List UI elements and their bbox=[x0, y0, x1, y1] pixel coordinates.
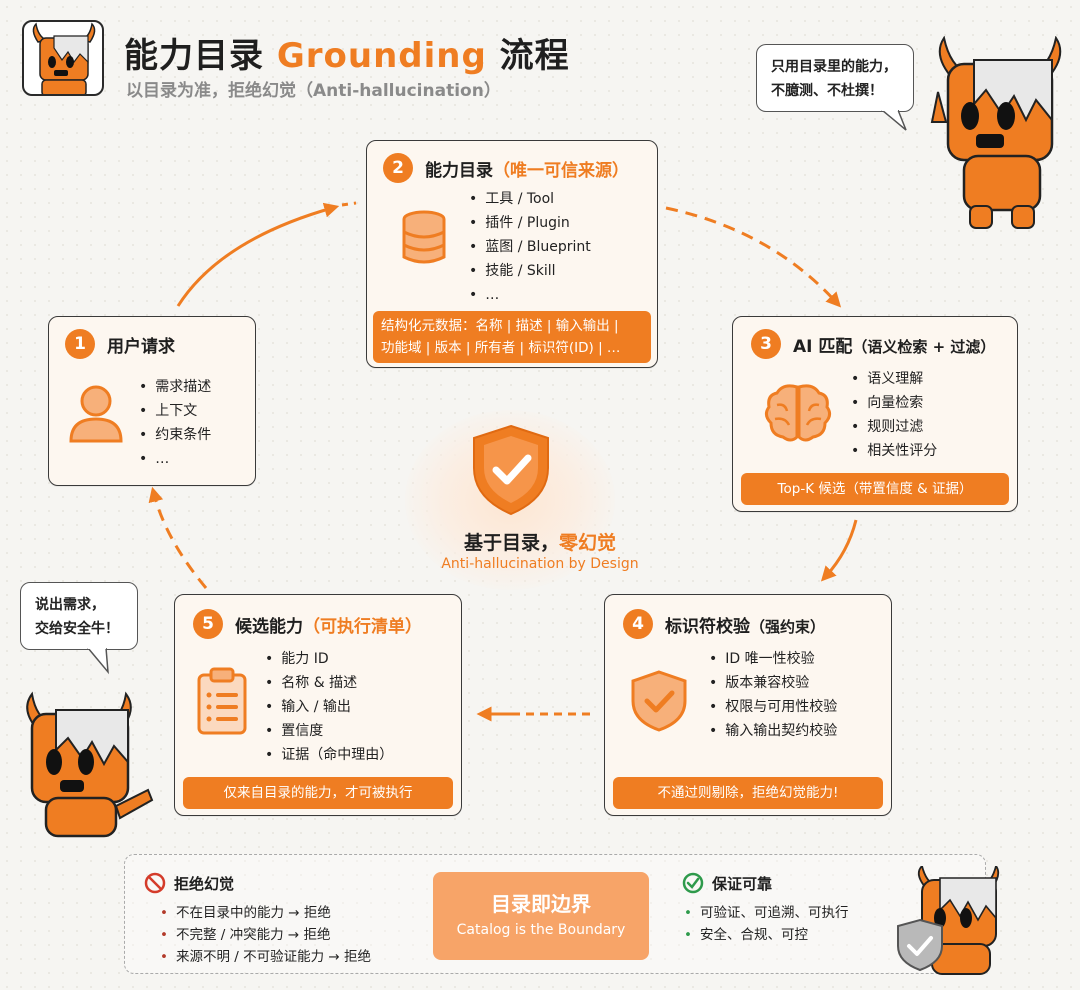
step-3-list: 语义理解 向量检索 规则过滤 相关性评分 bbox=[851, 367, 937, 463]
list-item: 证据（命中理由） bbox=[265, 743, 393, 767]
center-title: 基于目录，零幻觉 bbox=[463, 532, 617, 554]
reject-heading: 拒绝幻觉 bbox=[144, 872, 234, 894]
list-item: 权限与可用性校验 bbox=[709, 695, 837, 719]
step-1-card: 1 用户请求 需求描述 上下文 约束条件 … bbox=[48, 316, 256, 486]
step-2-metadata-bar: 结构化元数据：名称 | 描述 | 输入输出 | 功能域 | 版本 | 所有者 |… bbox=[373, 311, 651, 363]
brain-icon bbox=[764, 384, 832, 442]
list-item: 输入 / 输出 bbox=[265, 695, 393, 719]
shield-verify-icon bbox=[631, 670, 687, 732]
boundary-box: 目录即边界 Catalog is the Boundary bbox=[433, 872, 649, 960]
list-item: 能力 ID bbox=[265, 647, 393, 671]
step-2-number: 2 bbox=[383, 153, 413, 183]
list-item: 规则过滤 bbox=[851, 415, 937, 439]
bull-mascot-shield bbox=[897, 866, 1000, 975]
no-entry-icon bbox=[144, 872, 166, 894]
list-item: 来源不明 / 不可验证能力 → 拒绝 bbox=[160, 946, 371, 968]
step-2-list: 工具 / Tool 插件 / Plugin 蓝图 / Blueprint 技能 … bbox=[469, 187, 591, 307]
list-item: 需求描述 bbox=[139, 375, 211, 399]
list-item: 插件 / Plugin bbox=[469, 211, 591, 235]
list-item: 不在目录中的能力 → 拒绝 bbox=[160, 902, 371, 924]
reject-list: 不在目录中的能力 → 拒绝 不完整 / 冲突能力 → 拒绝 来源不明 / 不可验… bbox=[160, 902, 371, 968]
bull-mascot-left bbox=[26, 691, 154, 838]
page-title: 能力目录 Grounding 流程 bbox=[124, 28, 570, 77]
list-item: 相关性评分 bbox=[851, 439, 937, 463]
bubble-tail-left bbox=[87, 648, 109, 675]
title-accent: Grounding bbox=[276, 36, 487, 76]
list-item: 向量检索 bbox=[851, 391, 937, 415]
list-item: … bbox=[469, 283, 591, 307]
speech-bubble-top-right: 只用目录里的能力， 不臆测、不杜撰！ bbox=[756, 44, 914, 112]
step-5-bar: 仅来自目录的能力，才可被执行 bbox=[183, 777, 453, 809]
step-3-card: 3 AI 匹配（语义检索 + 过滤） 语义理解 向量检索 规则过滤 相关性评分 … bbox=[732, 316, 1018, 512]
step-2-title: 能力目录（唯一可信来源） bbox=[425, 160, 629, 181]
list-item: 置信度 bbox=[265, 719, 393, 743]
bull-logo-icon bbox=[32, 22, 96, 94]
list-item: 输入输出契约校验 bbox=[709, 719, 837, 743]
speech-bubble-left: 说出需求， 交给安全牛！ bbox=[20, 582, 138, 650]
step-5-number: 5 bbox=[193, 609, 223, 639]
step-4-card: 4 标识符校验（强约束） ID 唯一性校验 版本兼容校验 权限与可用性校验 输入… bbox=[604, 594, 892, 816]
list-item: 不完整 / 冲突能力 → 拒绝 bbox=[160, 924, 371, 946]
center-subtitle: Anti-hallucination by Design bbox=[441, 556, 639, 572]
step-4-title: 标识符校验（强约束） bbox=[665, 616, 826, 637]
reliable-list: 可验证、可追溯、可执行 安全、合规、可控 bbox=[684, 902, 849, 946]
check-circle-icon bbox=[682, 872, 704, 894]
list-item: 蓝图 / Blueprint bbox=[469, 235, 591, 259]
step-5-list: 能力 ID 名称 & 描述 输入 / 输出 置信度 证据（命中理由） bbox=[265, 647, 393, 767]
logo-mascot bbox=[22, 20, 104, 96]
step-3-title: AI 匹配（语义检索 + 过滤） bbox=[793, 336, 996, 357]
list-item: 上下文 bbox=[139, 399, 211, 423]
list-item: 语义理解 bbox=[851, 367, 937, 391]
user-icon bbox=[69, 385, 123, 443]
database-icon bbox=[402, 210, 446, 264]
boundary-subtitle: Catalog is the Boundary bbox=[456, 922, 626, 938]
shield-icon bbox=[897, 918, 943, 972]
reliable-heading: 保证可靠 bbox=[682, 872, 772, 894]
step-5-card: 5 候选能力（可执行清单） 能力 ID 名称 & 描述 输入 / 输出 置信度 … bbox=[174, 594, 462, 816]
bull-mascot-top-right bbox=[930, 36, 1062, 229]
arrow-2-to-3 bbox=[665, 206, 842, 308]
title-suffix: 流程 bbox=[486, 36, 570, 76]
step-2-card: 2 能力目录（唯一可信来源） 工具 / Tool 插件 / Plugin 蓝图 … bbox=[366, 140, 658, 368]
step-4-bar: 不通过则剔除，拒绝幻觉能力! bbox=[613, 777, 883, 809]
list-item: ID 唯一性校验 bbox=[709, 647, 837, 671]
arrow-1-to-2 bbox=[176, 202, 340, 307]
bubble-tail-top-right bbox=[881, 110, 907, 131]
step-1-list: 需求描述 上下文 约束条件 … bbox=[139, 375, 211, 471]
clipboard-list-icon bbox=[197, 667, 247, 735]
step-1-number: 1 bbox=[65, 329, 95, 359]
list-item: 版本兼容校验 bbox=[709, 671, 837, 695]
arrow-3-to-4 bbox=[820, 519, 858, 582]
list-item: 工具 / Tool bbox=[469, 187, 591, 211]
page-subtitle: 以目录为准，拒绝幻觉（Anti-hallucination） bbox=[126, 81, 501, 101]
list-item: 名称 & 描述 bbox=[265, 671, 393, 695]
step-4-list: ID 唯一性校验 版本兼容校验 权限与可用性校验 输入输出契约校验 bbox=[709, 647, 837, 743]
step-3-number: 3 bbox=[751, 329, 781, 359]
list-item: 可验证、可追溯、可执行 bbox=[684, 902, 849, 924]
list-item: 约束条件 bbox=[139, 423, 211, 447]
shield-check-icon bbox=[473, 424, 549, 516]
list-item: 技能 / Skill bbox=[469, 259, 591, 283]
step-1-title: 用户请求 bbox=[107, 336, 175, 357]
list-item: 安全、合规、可控 bbox=[684, 924, 848, 946]
step-5-title: 候选能力（可执行清单） bbox=[235, 616, 422, 637]
step-3-topk-bar: Top-K 候选（带置信度 & 证据） bbox=[741, 473, 1009, 505]
list-item: … bbox=[139, 447, 211, 471]
step-4-number: 4 bbox=[623, 609, 653, 639]
title-prefix: 能力目录 bbox=[124, 36, 277, 76]
boundary-title: 目录即边界 bbox=[491, 892, 591, 916]
